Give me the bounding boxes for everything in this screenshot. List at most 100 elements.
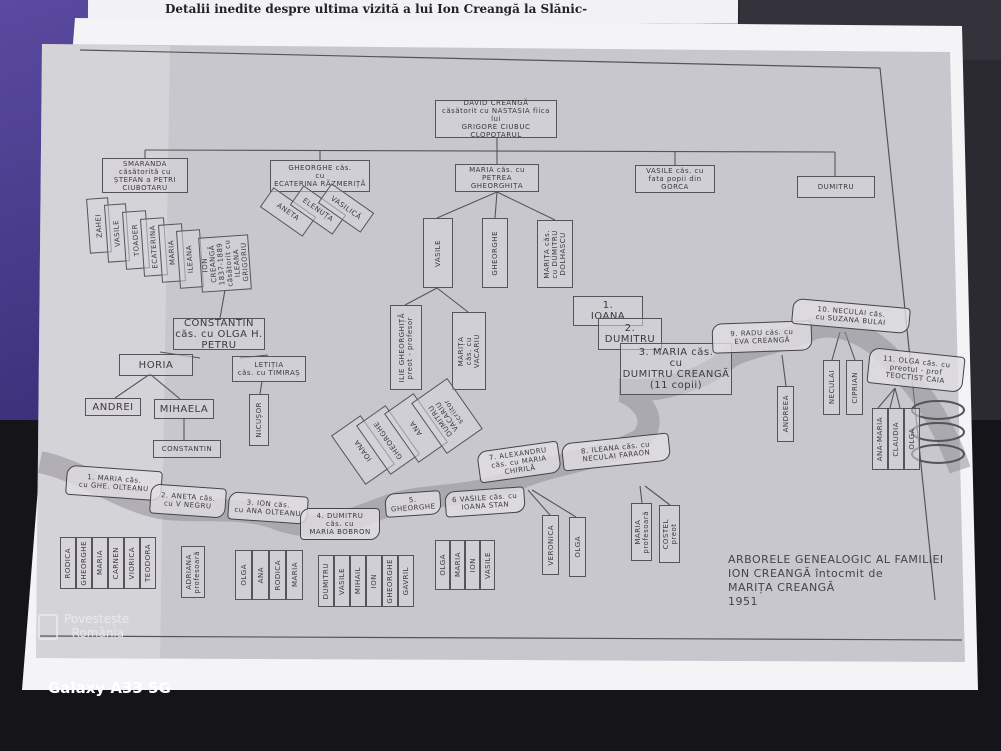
frame-line-bottom [39, 635, 963, 641]
tree-node-label: RODICA [64, 547, 72, 579]
tree-node-c5: 5. GHEORGHE [384, 490, 442, 518]
tree-node-c3: 3. ION căs. cu ANA OLTEANU [227, 491, 309, 525]
camera-watermark: Galaxy A33 5G [48, 679, 171, 697]
tree-node-k7a: VERONICA [542, 515, 559, 575]
tree-node-label: 6 VASILE căs. cu IOANA STAN [451, 491, 518, 512]
tree-node-label: ADRIANA profesoară [185, 550, 201, 594]
tree-node-label: 1. IOANA [590, 300, 626, 322]
tree-node-label: MARIA [96, 550, 104, 576]
tree-node-smaranda: SMARANDA căsătorită cu ȘTEFAN a PETRI CI… [102, 158, 188, 193]
tree-node-label: 1. MARIA căs. cu GHE. OLTEANU [78, 473, 149, 494]
tree-node-label: DAVID CREANGĂ căsătorit cu NASTASIA fiic… [442, 99, 550, 139]
tree-node-label: 2. DUMITRU [604, 323, 656, 345]
tree-node-label: RODICA [273, 559, 282, 591]
tree-node-label: ILEANA [185, 244, 195, 274]
tree-node-label: 9. RADU căs. cu EVA CREANGĂ [730, 327, 794, 346]
tree-node-k6b: MARIA [450, 540, 465, 590]
tree-node-label: VASILE [483, 551, 492, 579]
tree-node-label: HORIA [138, 359, 174, 371]
tree-node-label: ANA [408, 419, 424, 437]
tree-node-label: CLAUDIA [892, 421, 900, 457]
tree-node-label: MARIA profesoară [633, 510, 650, 554]
tree-node-maria: MARIA căs. cu PETREA GHEORGHIȚA [455, 164, 539, 192]
tree-node-label: ANA [256, 566, 265, 584]
tree-node-letitia: LETIȚIA căs. cu TIMIRAȘ [232, 356, 306, 382]
tree-node-label: OLGA [573, 536, 582, 558]
tree-node-label: MARIA căs. cu PETREA GHEORGHIȚA [469, 166, 525, 190]
tree-node-label: VERONICA [546, 524, 555, 566]
tree-node-k3d: MARIA [286, 550, 303, 600]
tree-node-label: ION [468, 557, 477, 573]
tree-node-label: CONSTANTIN căs. cu OLGA H. PETRU [175, 317, 263, 351]
tree-node-k11b: CLAUDIA [888, 408, 904, 470]
tree-node-label: MARIȚA căs. cu DUMITRU DOLHASCU [543, 229, 567, 279]
tree-node-label: OLGA [239, 564, 248, 586]
tree-node-m2: GHEORGHE [482, 218, 508, 288]
tree-node-vasile: VASILE căs. cu fata popii din GORCA [635, 165, 715, 193]
tree-node-k2a: ADRIANA profesoară [181, 546, 205, 598]
tree-node-label: DUMITRU VACARIU scriitor [426, 397, 465, 438]
watermark: Povestește România [64, 612, 130, 640]
tree-node-k4c: MIHAIL [350, 555, 366, 607]
tree-node-label: DUMITRU [322, 562, 330, 600]
tree-node-k6c: ION [465, 540, 480, 590]
tree-node-label: ANDREI [92, 401, 134, 413]
tree-node-label: OLGA [908, 428, 916, 450]
tree-node-label: 3. MARIA căs. cu DUMITRU CREANGĂ (11 cop… [622, 347, 730, 391]
tree-node-label: ZAHEI [94, 213, 104, 238]
tree-node-k1e: VIORICA [124, 537, 140, 589]
tree-node-k1c: MARIA [92, 537, 108, 589]
tree-node-k6d: VASILE [480, 540, 495, 590]
tree-node-label: CONSTANTIN [161, 445, 213, 453]
tree-node-label: GHEORGHE căs. cu ECATERINA RĂZMERIȚĂ [274, 164, 366, 188]
tree-node-label: 2. ANETA căs. cu V NEGRU [160, 491, 216, 511]
article-headline: Detalii inedite despre ultima vizită a l… [165, 2, 588, 16]
tree-node-label: LETIȚIA căs. cu TIMIRAȘ [237, 361, 301, 377]
tree-node-label: GAVRIL [402, 566, 410, 596]
tree-node-label: MARIȚA căs. cu VACARIU [457, 333, 481, 369]
tree-node-label: MIHAIL [354, 567, 362, 595]
tree-node-k8b: COSTEL preot [659, 505, 680, 563]
tree-node-label: SMARANDA căsătorită cu ȘTEFAN a PETRI CI… [113, 159, 177, 192]
tree-node-label: 3. ION căs. cu ANA OLTEANU [234, 498, 302, 519]
tree-node-label: 5. GHEORGHE [390, 495, 436, 514]
tree-node-label: COSTEL preot [661, 518, 678, 550]
tree-node-k9a: ANDREEA [777, 386, 794, 442]
tree-node-label: NICUȘOR [255, 402, 263, 438]
tree-node-label: ANDREEA [781, 395, 790, 433]
tree-node-label: VASILE [434, 239, 442, 267]
tree-node-horia: HORIA [119, 354, 193, 376]
tree-node-k4b: VASILE [334, 555, 350, 607]
tree-node-k1f: TEODORA [140, 537, 156, 589]
tree-node-mv: MARIȚA căs. cu VACARIU [452, 312, 486, 390]
tree-node-s7: ION CREANGĂ 1837-1889 căsătorit cu ILEAN… [198, 234, 252, 293]
tree-node-gheorghe: GHEORGHE căs. cu ECATERINA RĂZMERIȚĂ [270, 160, 370, 192]
tree-node-label: OLGA [438, 554, 447, 576]
tree-node-label: 7. ALEXANDRU căs. cu MARIA CHIRILĂ [488, 446, 548, 477]
tree-node-k1a: RODICA [60, 537, 76, 589]
tree-node-label: CIPRIAN [850, 371, 859, 404]
tree-node-k3a: OLGA [235, 550, 252, 600]
tree-node-k8a: MARIA profesoară [631, 503, 652, 561]
tree-node-label: MIHAELA [159, 403, 209, 415]
tree-node-m1: VASILE [423, 218, 453, 288]
tree-node-label: CARNEN [112, 546, 120, 580]
tree-node-label: MARIA [290, 562, 299, 588]
tree-node-label: VIORICA [128, 546, 136, 580]
tree-node-label: VASILE [338, 567, 346, 595]
tree-node-label: ION [370, 573, 378, 589]
tree-node-c2: 2. ANETA căs. cu V NEGRU [149, 483, 227, 519]
tree-node-k4d: ION [366, 555, 382, 607]
tree-node-label: DUMITRU [817, 183, 855, 191]
tree-node-d3: 3. MARIA căs. cu DUMITRU CREANGĂ (11 cop… [620, 343, 732, 395]
tree-node-label: VASILE [112, 219, 122, 247]
tree-node-label: MARIA [453, 552, 462, 578]
tree-node-andrei: ANDREI [85, 398, 141, 416]
tree-node-k10b: CIPRIAN [846, 360, 863, 415]
tree-node-c6: 6 VASILE căs. cu IOANA STAN [444, 486, 526, 518]
tree-node-label: 4. DUMITRU căs. cu MARIA BOBRON [309, 512, 371, 536]
tree-node-label: ILIE GHEORGHIȚĂ preot - profesor [398, 312, 414, 383]
tree-node-m3: MARIȚA căs. cu DUMITRU DOLHASCU [537, 220, 573, 288]
watermark-logo-icon [38, 614, 58, 640]
tree-node-label: TEODORA [144, 544, 152, 582]
